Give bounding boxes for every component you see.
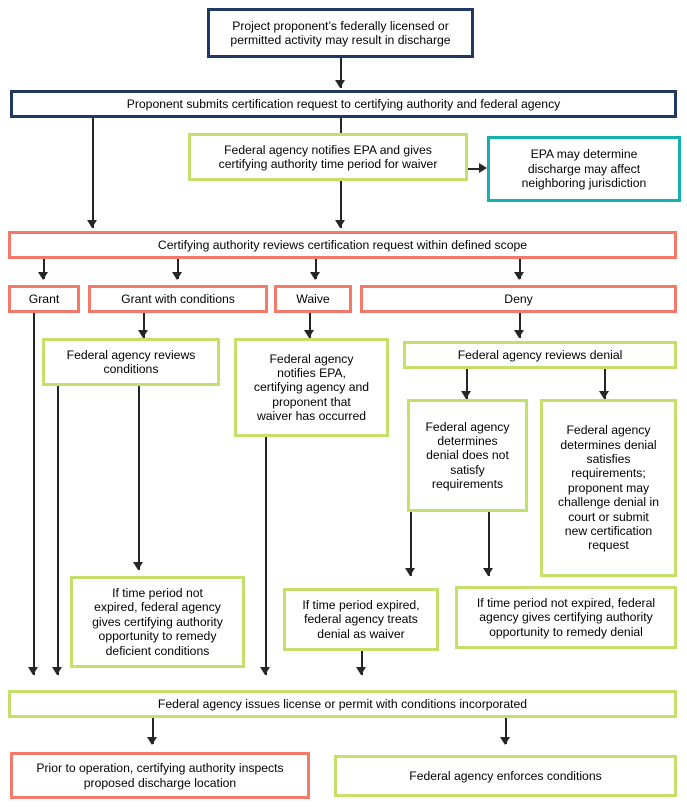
- node-proponent-submits-request[interactable]: Proponent submits certification request …: [10, 90, 677, 118]
- arrowhead-notify-to-epa-determine: [479, 163, 487, 173]
- arrowhead-grant-conditions-to-reviews: [138, 330, 148, 338]
- node-federal-agency-enforces-conditions[interactable]: Federal agency enforces conditions: [334, 755, 677, 797]
- node-outcome-waive[interactable]: Waive: [274, 285, 352, 313]
- arrowhead-not-satisfy-to-treats-waiver: [405, 568, 415, 576]
- node-start-activity[interactable]: Project proponent’s federally licensed o…: [207, 8, 474, 58]
- arrowhead-review-to-grant: [38, 272, 48, 280]
- arrowhead-issues-license-to-enforces: [500, 737, 510, 745]
- connector-issues-license-to-enforces: [505, 718, 507, 744]
- connector-notifies-to-issues-license: [265, 437, 267, 675]
- connector-not-satisfy-to-treats-waiver: [410, 512, 412, 576]
- arrowhead-submit-to-review: [87, 220, 97, 228]
- connector-review-to-waive: [315, 259, 317, 279]
- connector-reviews-conditions-to-remedy: [138, 386, 140, 570]
- node-epa-may-determine[interactable]: EPA may determine discharge may affect n…: [487, 136, 681, 202]
- connector-treats-waiver-to-issues-license: [361, 651, 363, 675]
- connector-review-to-deny: [519, 259, 521, 279]
- node-certifying-authority-reviews[interactable]: Certifying authority reviews certificati…: [8, 231, 677, 259]
- node-federal-agency-reviews-denial[interactable]: Federal agency reviews denial: [403, 341, 677, 369]
- arrowhead-grant-to-issues-license: [28, 667, 38, 675]
- arrowhead-start-to-submit: [335, 80, 345, 88]
- arrowhead-deny-to-reviews-denial: [514, 330, 524, 338]
- arrowhead-not-satisfy-to-remedy-denial: [483, 568, 493, 576]
- connector-issues-license-to-inspects: [152, 718, 154, 744]
- connector-review-to-grant-conditions: [177, 259, 179, 279]
- arrowhead-review-to-deny: [514, 272, 524, 280]
- connector-reviews-denial-to-not-satisfy: [466, 369, 468, 399]
- node-prior-to-operation-inspects[interactable]: Prior to operation, certifying authority…: [10, 752, 310, 799]
- connector-review-to-grant: [43, 259, 45, 279]
- arrowhead-review-to-grant-conditions: [172, 272, 182, 280]
- node-federal-agency-reviews-conditions[interactable]: Federal agency reviews conditions: [42, 338, 220, 386]
- arrowhead-notify-to-review: [335, 220, 345, 228]
- arrowhead-reviews-conditions-to-issues-license: [52, 667, 62, 675]
- node-federal-agency-notifies-epa[interactable]: Federal agency notifies EPA and gives ce…: [188, 133, 468, 181]
- node-denial-satisfies-requirements[interactable]: Federal agency determines denial satisfi…: [540, 399, 677, 577]
- node-outcome-grant[interactable]: Grant: [8, 285, 80, 313]
- connector-submit-to-review: [92, 118, 94, 228]
- connector-reviews-denial-to-satisfies: [604, 369, 606, 399]
- node-treats-denial-as-waiver[interactable]: If time period expired, federal agency t…: [283, 588, 439, 651]
- arrowhead-issues-license-to-inspects: [147, 737, 157, 745]
- connector-not-satisfy-to-remedy-denial: [488, 512, 490, 576]
- arrowhead-reviews-denial-to-satisfies: [599, 391, 609, 399]
- node-outcome-deny[interactable]: Deny: [360, 285, 677, 313]
- node-remedy-deficient-conditions[interactable]: If time period not expired, federal agen…: [70, 576, 245, 668]
- node-denial-does-not-satisfy[interactable]: Federal agency determines denial does no…: [407, 399, 528, 512]
- connector-grant-to-issues-license: [33, 313, 35, 675]
- connector-notify-to-epa-determine: [468, 168, 482, 170]
- connector-submit-to-notify-epa: [340, 118, 342, 133]
- arrowhead-notifies-to-issues-license: [260, 667, 270, 675]
- connector-deny-to-reviews-denial: [519, 313, 521, 338]
- arrowhead-treats-waiver-to-issues-license: [356, 667, 366, 675]
- arrowhead-reviews-denial-to-not-satisfy: [461, 391, 471, 399]
- node-federal-agency-notifies-waiver[interactable]: Federal agency notifies EPA, certifying …: [234, 338, 389, 437]
- connector-start-to-submit: [340, 58, 342, 88]
- connector-reviews-conditions-to-issues-license: [57, 386, 59, 675]
- arrowhead-review-to-waive: [310, 272, 320, 280]
- connector-notify-to-review: [340, 181, 342, 228]
- arrowhead-waive-to-notifies: [304, 330, 314, 338]
- node-federal-agency-issues-license[interactable]: Federal agency issues license or permit …: [8, 690, 677, 718]
- connector-grant-conditions-to-reviews: [143, 313, 145, 338]
- node-remedy-denial[interactable]: If time period not expired, federal agen…: [455, 586, 677, 649]
- node-outcome-grant-with-conditions[interactable]: Grant with conditions: [88, 285, 268, 313]
- connector-waive-to-notifies: [309, 313, 311, 338]
- arrowhead-reviews-conditions-to-remedy: [133, 562, 143, 570]
